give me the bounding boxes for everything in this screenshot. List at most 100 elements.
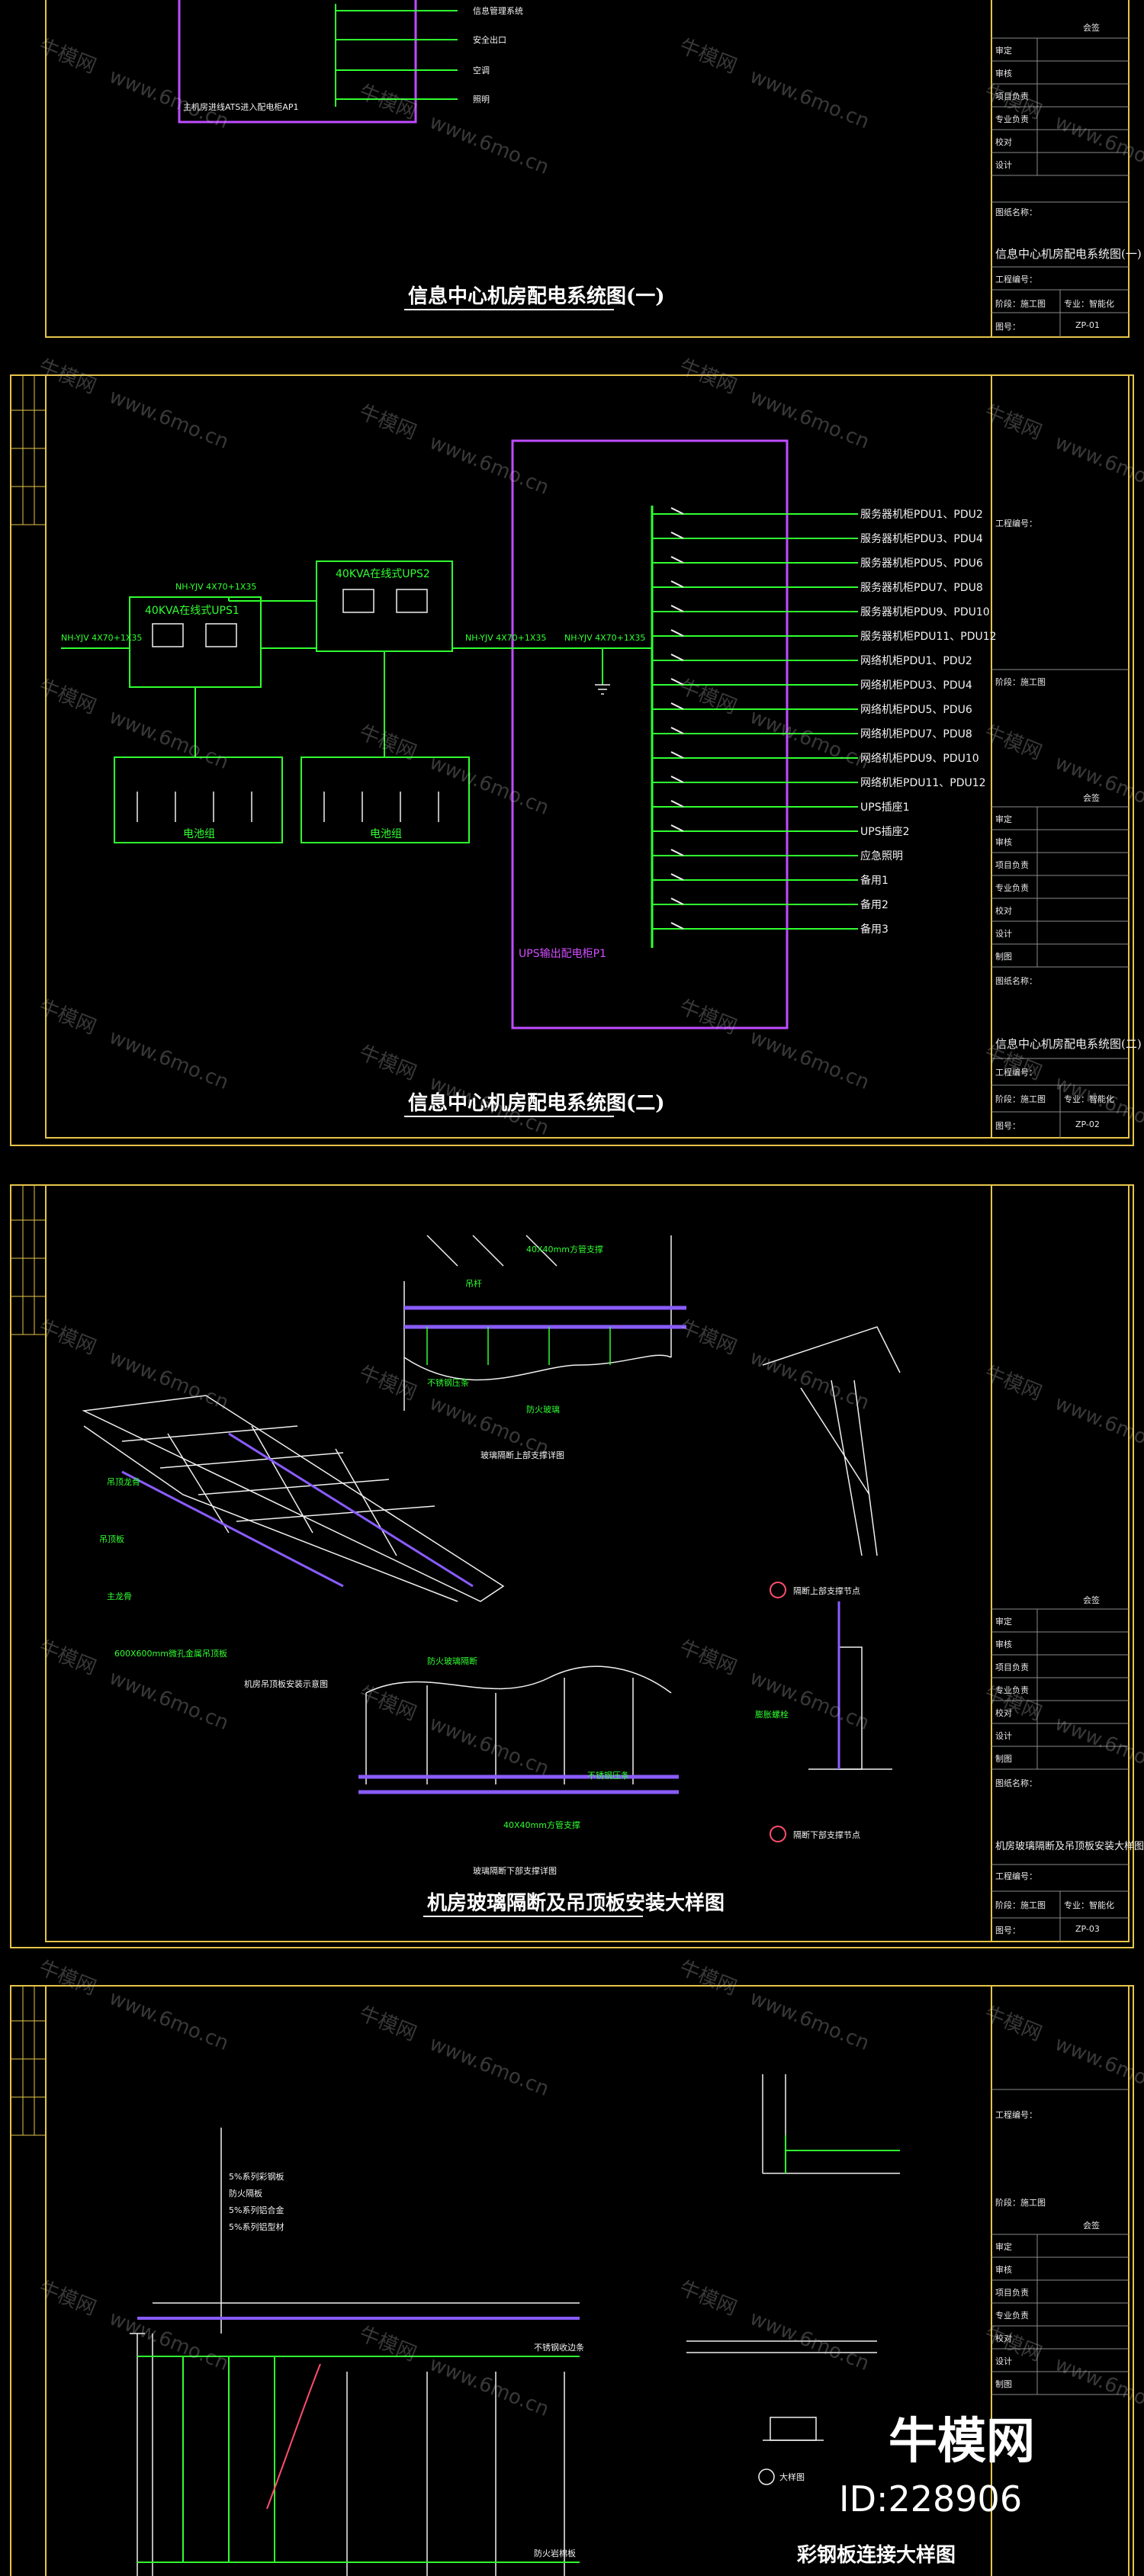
detail-label: 防火隔板 — [229, 2189, 262, 2199]
breaker-symbol — [670, 751, 684, 759]
tb-header: 会签 — [1083, 793, 1100, 803]
detail-label: 5%系列铝型材 — [229, 2222, 284, 2232]
circuit-label: UPS插座1 — [860, 801, 910, 814]
circuit-label: 网络机柜PDU5、PDU6 — [860, 704, 972, 716]
tb-project-no: 工程编号： — [995, 275, 1037, 284]
tb-sheet-no-label: 图号： — [995, 1121, 1020, 1131]
battery-cells — [137, 792, 439, 822]
breaker-symbol — [670, 507, 684, 515]
circuit-label: 网络机柜PDU1、PDU2 — [860, 655, 972, 667]
breaker-symbol — [670, 629, 684, 637]
breaker-symbol — [670, 776, 684, 783]
circuit-label: 服务器机柜PDU1、PDU2 — [860, 509, 983, 521]
circuit-label: 服务器机柜PDU7、PDU8 — [860, 582, 983, 594]
circuit-label: 空调 — [473, 66, 490, 75]
breaker-symbol — [670, 727, 684, 734]
tb-row: 校对 — [995, 906, 1012, 916]
tb-row: 审定 — [995, 46, 1012, 56]
sheet-2-title: 信息中心机房配电系统图(二) — [408, 1092, 665, 1115]
tb-row: 审定 — [995, 2242, 1012, 2252]
tb-sheet-no: ZP-02 — [1075, 1119, 1100, 1129]
circuit-label: 网络机柜PDU3、PDU4 — [860, 679, 972, 692]
tb-row: 校对 — [995, 137, 1012, 147]
tb-row: 专业负责 — [995, 114, 1029, 124]
breaker-symbol — [670, 800, 684, 808]
sheet-1-drawing — [45, 0, 1130, 338]
breaker-symbol — [670, 873, 684, 881]
ups1-label: 40KVA在线式UPS1 — [145, 605, 239, 617]
circuit-label: 服务器机柜PDU11、PDU12 — [860, 631, 997, 643]
logo-id: ID:228906 — [839, 2478, 1023, 2520]
tb-phase: 阶段：施工图 — [995, 1094, 1046, 1104]
battery-label: 电池组 — [370, 828, 402, 840]
tb-phase: 阶段：施工图 — [995, 299, 1046, 309]
breaker-symbol — [670, 898, 684, 905]
tb-drawing-name: 信息中心机房配电系统图(二) — [995, 1037, 1142, 1051]
title-underline — [423, 1916, 643, 1917]
tb-project-no: 工程编号： — [995, 519, 1037, 528]
tb-row: 制图 — [995, 952, 1012, 962]
detail-label: 主龙骨 — [107, 1592, 132, 1601]
tb-row: 审核 — [995, 69, 1012, 79]
detail-label: 膨胀螺栓 — [755, 1710, 789, 1720]
sheet-3-drawing — [10, 1184, 1134, 1948]
tb-row: 专业负责 — [995, 1685, 1029, 1695]
tb-project-no: 工程编号： — [995, 1871, 1037, 1881]
circuit-label: 备用3 — [860, 923, 889, 936]
tb-drawing-name: 机房玻璃隔断及吊顶板安装大样图 — [995, 1841, 1144, 1852]
circuit-label: 网络机柜PDU11、PDU12 — [860, 777, 986, 789]
breaker-symbol — [670, 849, 684, 856]
tb-discipline: 专业：智能化 — [1064, 1094, 1114, 1104]
detail-label: 5%系列铝合金 — [229, 2205, 284, 2215]
site-logo: 牛模网 — [889, 2414, 1035, 2470]
ups-input-cable-label: NH-YJV 4X70+1X35 — [175, 582, 257, 592]
detail-label: 不锈钢压条 — [427, 1378, 469, 1388]
branch-circuits — [652, 507, 858, 930]
sheet-3: 吊杆 40X40mm方管支撑 不锈钢压条 防火玻璃 玻璃隔断上部支撑详图 吊顶龙… — [0, 1174, 1144, 1960]
panel-feed-cable-label: NH-YJV 4X70+1X35 — [564, 633, 646, 643]
sheet-2-drawing — [10, 374, 1134, 1146]
sheet-4-title: 彩钢板连接大样图 — [797, 2544, 956, 2567]
sheet-1: 信息管理系统 安全出口 空调 照明 主机房进线ATS进入配电柜AP1 信息中心机… — [0, 0, 1144, 352]
detail-label: 600X600mm微孔金属吊顶板 — [114, 1649, 227, 1659]
lower-detail-title: 玻璃隔断下部支撑详图 — [473, 1866, 557, 1876]
tb-row: 项目负责 — [995, 860, 1029, 870]
tb-sheet-no: ZP-01 — [1075, 320, 1100, 330]
ups-link-cable-label: NH-YJV 4X70+1X35 — [465, 633, 547, 643]
circuit-label: 网络机柜PDU7、PDU8 — [860, 728, 972, 740]
detail-label: 5%系列彩钢板 — [229, 2172, 284, 2182]
detail-label: 吊杆 — [465, 1279, 482, 1289]
tb-row: 设计 — [995, 2356, 1012, 2366]
tb-drawing-name-label: 图纸名称： — [995, 976, 1037, 986]
panel-label: UPS输出配电柜P1 — [519, 948, 606, 960]
tb-row: 审核 — [995, 1640, 1012, 1649]
circuit-label: 备用1 — [860, 875, 889, 887]
tb-sheet-no-label: 图号： — [995, 1926, 1020, 1935]
tb-row: 审核 — [995, 837, 1012, 847]
title-underline — [404, 309, 614, 310]
tb-project-no: 工程编号： — [995, 2110, 1037, 2120]
detail-label: 防火玻璃 — [526, 1405, 560, 1415]
tb-row: 专业负责 — [995, 883, 1029, 893]
circuit-label: 备用2 — [860, 899, 889, 911]
detail-label: 防火岩棉板 — [534, 2549, 576, 2558]
breaker-symbol — [670, 556, 684, 564]
right-detail-label: 大样图 — [779, 2472, 805, 2482]
tb-header: 会签 — [1083, 1595, 1100, 1605]
detail-label: 40X40mm方管支撑 — [503, 1820, 580, 1830]
upper-detail-title: 玻璃隔断上部支撑详图 — [480, 1450, 564, 1460]
circuit-label: 安全出口 — [473, 35, 506, 45]
detail-label: 吊顶龙骨 — [107, 1477, 140, 1487]
breaker-symbol — [670, 605, 684, 612]
sheet-3-title: 机房玻璃隔断及吊顶板安装大样图 — [427, 1892, 725, 1915]
detail-label: 防火玻璃隔断 — [427, 1656, 477, 1666]
tb-row: 校对 — [995, 1708, 1012, 1718]
tb-row: 设计 — [995, 160, 1012, 170]
breaker-symbol — [670, 678, 684, 686]
tb-row: 校对 — [995, 2333, 1012, 2343]
circuit-label: 信息管理系统 — [473, 6, 523, 16]
circuit-label: 照明 — [473, 95, 490, 104]
ups2-label: 40KVA在线式UPS2 — [336, 568, 430, 580]
tb-row: 审定 — [995, 1617, 1012, 1627]
